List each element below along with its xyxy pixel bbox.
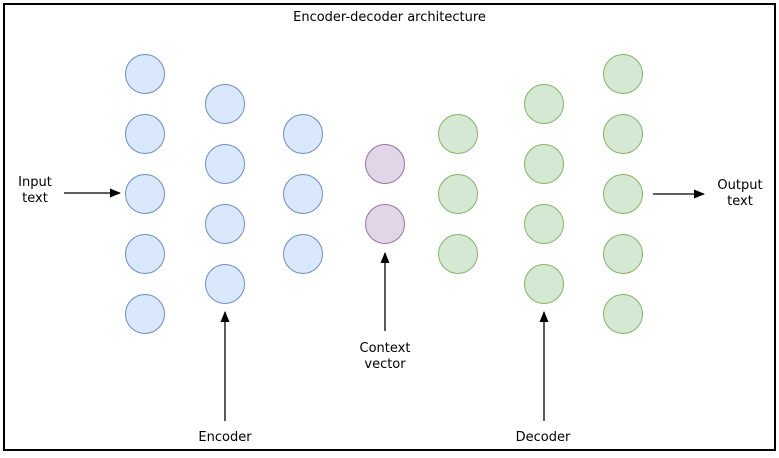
encoder-layer-2-node-2 bbox=[205, 144, 245, 184]
decoder-layer-1-node-2 bbox=[438, 174, 478, 214]
output-text-label: Output text bbox=[717, 178, 763, 209]
decoder-layer-1-node-3 bbox=[438, 234, 478, 274]
decoder-layer-2-node-4 bbox=[524, 264, 564, 304]
encoder-layer-3-node-2 bbox=[283, 174, 323, 214]
decoder-layer-2-node-1 bbox=[524, 84, 564, 124]
encoder-layer-1-node-5 bbox=[125, 294, 165, 334]
encoder-layer-1-node-4 bbox=[125, 234, 165, 274]
encoder-layer-3-node-1 bbox=[283, 114, 323, 154]
context-vector-layer-node-2 bbox=[365, 204, 405, 244]
input-text-label: Input text bbox=[18, 175, 52, 206]
decoder-layer-3-node-5 bbox=[603, 294, 643, 334]
context-vector-label: Context vector bbox=[359, 341, 411, 372]
decoder-layer-3-node-1 bbox=[603, 54, 643, 94]
decoder-layer-3-node-4 bbox=[603, 234, 643, 274]
decoder-layer-3-node-2 bbox=[603, 114, 643, 154]
encoder-layer-2-node-4 bbox=[205, 264, 245, 304]
diagram-title: Encoder-decoder architecture bbox=[293, 10, 486, 25]
encoder-label: Encoder bbox=[198, 430, 252, 445]
context-vector-layer-node-1 bbox=[365, 144, 405, 184]
decoder-layer-1-node-1 bbox=[438, 114, 478, 154]
encoder-layer-1-node-3 bbox=[125, 174, 165, 214]
encoder-layer-1-node-2 bbox=[125, 114, 165, 154]
encoder-layer-2-node-1 bbox=[205, 84, 245, 124]
encoder-layer-2-node-3 bbox=[205, 204, 245, 244]
encoder-layer-1-node-1 bbox=[125, 54, 165, 94]
encoder-layer-3-node-3 bbox=[283, 234, 323, 274]
decoder-layer-2-node-2 bbox=[524, 144, 564, 184]
decoder-label: Decoder bbox=[515, 430, 571, 445]
decoder-layer-2-node-3 bbox=[524, 204, 564, 244]
diagram-border bbox=[3, 3, 776, 451]
decoder-layer-3-node-3 bbox=[603, 174, 643, 214]
